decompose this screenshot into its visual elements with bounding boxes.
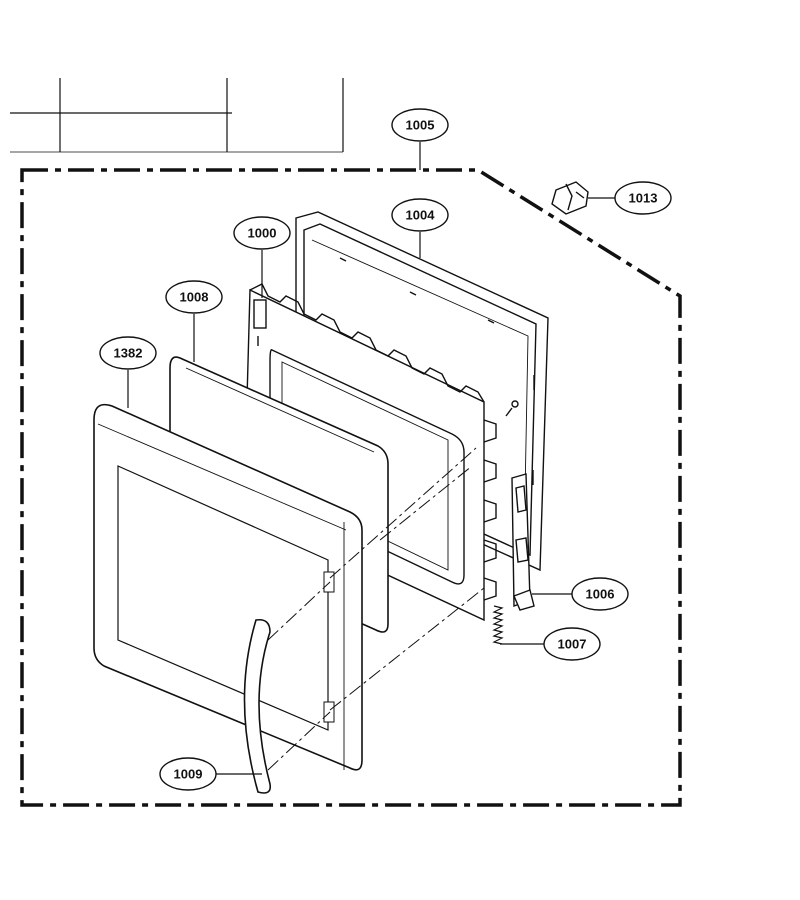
callout-1007: 1007 xyxy=(543,627,601,661)
callout-1004: 1004 xyxy=(391,198,449,232)
callout-1006: 1006 xyxy=(571,577,629,611)
svg-text:1004: 1004 xyxy=(406,208,436,223)
part-1006-latch-hook xyxy=(511,473,535,611)
part-1013-latch xyxy=(551,181,589,215)
callout-1013: 1013 xyxy=(614,181,672,215)
title-block-fragment xyxy=(10,78,344,153)
leader-lines xyxy=(127,142,616,775)
svg-text:1005: 1005 xyxy=(406,118,435,133)
svg-text:1006: 1006 xyxy=(586,587,615,602)
callout-1009: 1009 xyxy=(159,757,217,791)
assembly-boundary xyxy=(20,168,682,807)
callout-1000: 1000 xyxy=(233,216,291,250)
part-1009-handle xyxy=(243,618,272,794)
svg-text:1007: 1007 xyxy=(558,637,587,652)
svg-text:1000: 1000 xyxy=(248,226,277,241)
callout-1005: 1005 xyxy=(391,108,449,142)
svg-text:1009: 1009 xyxy=(174,767,203,782)
svg-text:1008: 1008 xyxy=(180,290,209,305)
svg-text:1382: 1382 xyxy=(114,346,143,361)
alignment-lines xyxy=(267,447,485,771)
svg-text:1013: 1013 xyxy=(629,191,658,206)
part-1007-spring xyxy=(492,605,504,645)
callout-1382: 1382 xyxy=(99,336,157,370)
callout-1008: 1008 xyxy=(165,280,223,314)
part-1382-front-frame xyxy=(93,403,363,771)
